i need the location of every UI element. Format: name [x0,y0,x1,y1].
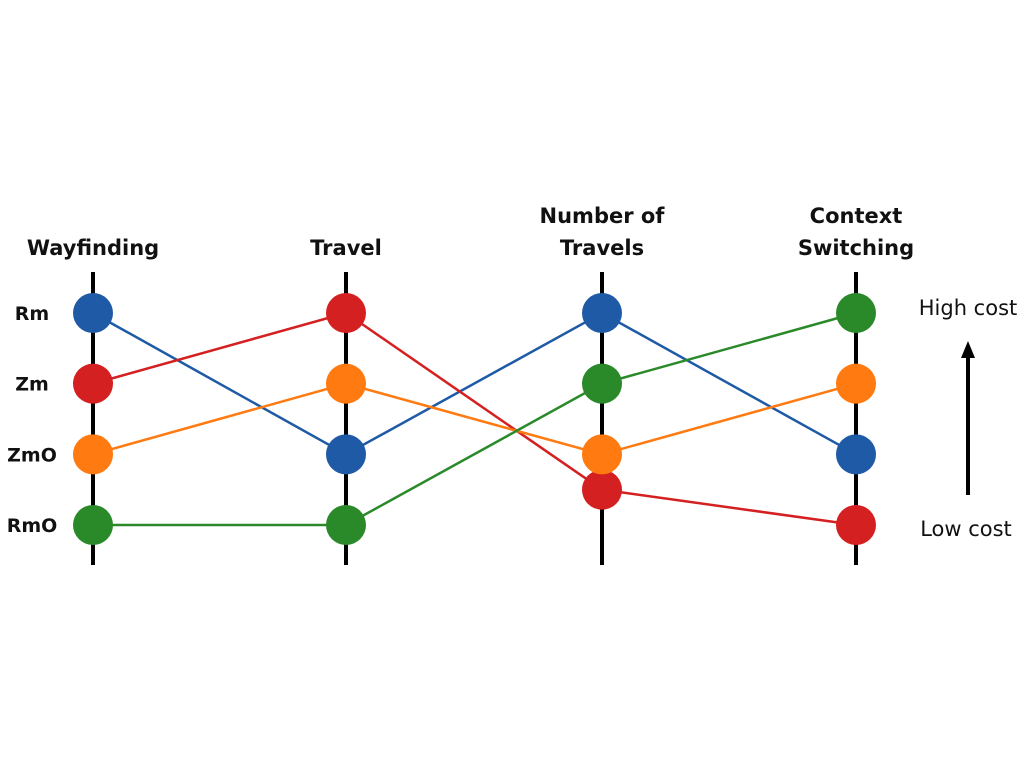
low-cost-label: Low cost [920,517,1012,541]
cost-scale: High cost Low cost [919,296,1018,541]
axis-title-3-line-2: Travels [560,236,644,260]
row-label-rm: Rm [15,303,49,325]
point-zm-axis-4 [836,505,876,546]
series-line-rmo [93,311,857,527]
point-zmo-axis-2 [326,363,366,404]
point-rmo-axis-4 [836,293,876,333]
point-zmo-axis-4 [836,363,876,404]
point-rm-axis-1 [73,293,113,333]
point-zm-axis-3 [582,469,622,510]
high-cost-label: High cost [919,296,1018,320]
axis-title-2-line-1: Travel [310,236,382,260]
axis-title-4-line-1: Context [810,204,903,228]
point-zm-axis-1 [73,363,113,404]
point-rmo-axis-3 [582,363,622,404]
lines-layer [92,311,857,527]
series-line-rm [92,311,857,456]
point-rm-axis-2 [326,434,366,475]
series-line-zmo [92,382,857,456]
point-zm-axis-2 [326,293,366,333]
point-rmo-axis-1 [73,505,113,546]
row-label-zm: Zm [15,374,49,396]
point-rmo-axis-2 [326,505,366,546]
up-arrow-icon [961,341,975,358]
axis-title-1-line-1: Wayfinding [27,236,159,260]
series-line-zm [92,311,857,527]
dots-layer [73,293,876,546]
point-rm-axis-4 [836,434,876,475]
row-label-rmo: RmO [7,515,58,537]
row-label-zmo: ZmO [7,444,57,466]
point-rm-axis-3 [582,293,622,333]
axis-titles: Wayfinding Travel Number of Travels ContextS… [27,204,914,260]
point-zmo-axis-1 [73,434,113,475]
point-zmo-axis-3 [582,434,622,475]
axis-title-3-line-1: Number of [540,204,666,228]
axis-title-4-line-2: Switching [798,236,914,260]
